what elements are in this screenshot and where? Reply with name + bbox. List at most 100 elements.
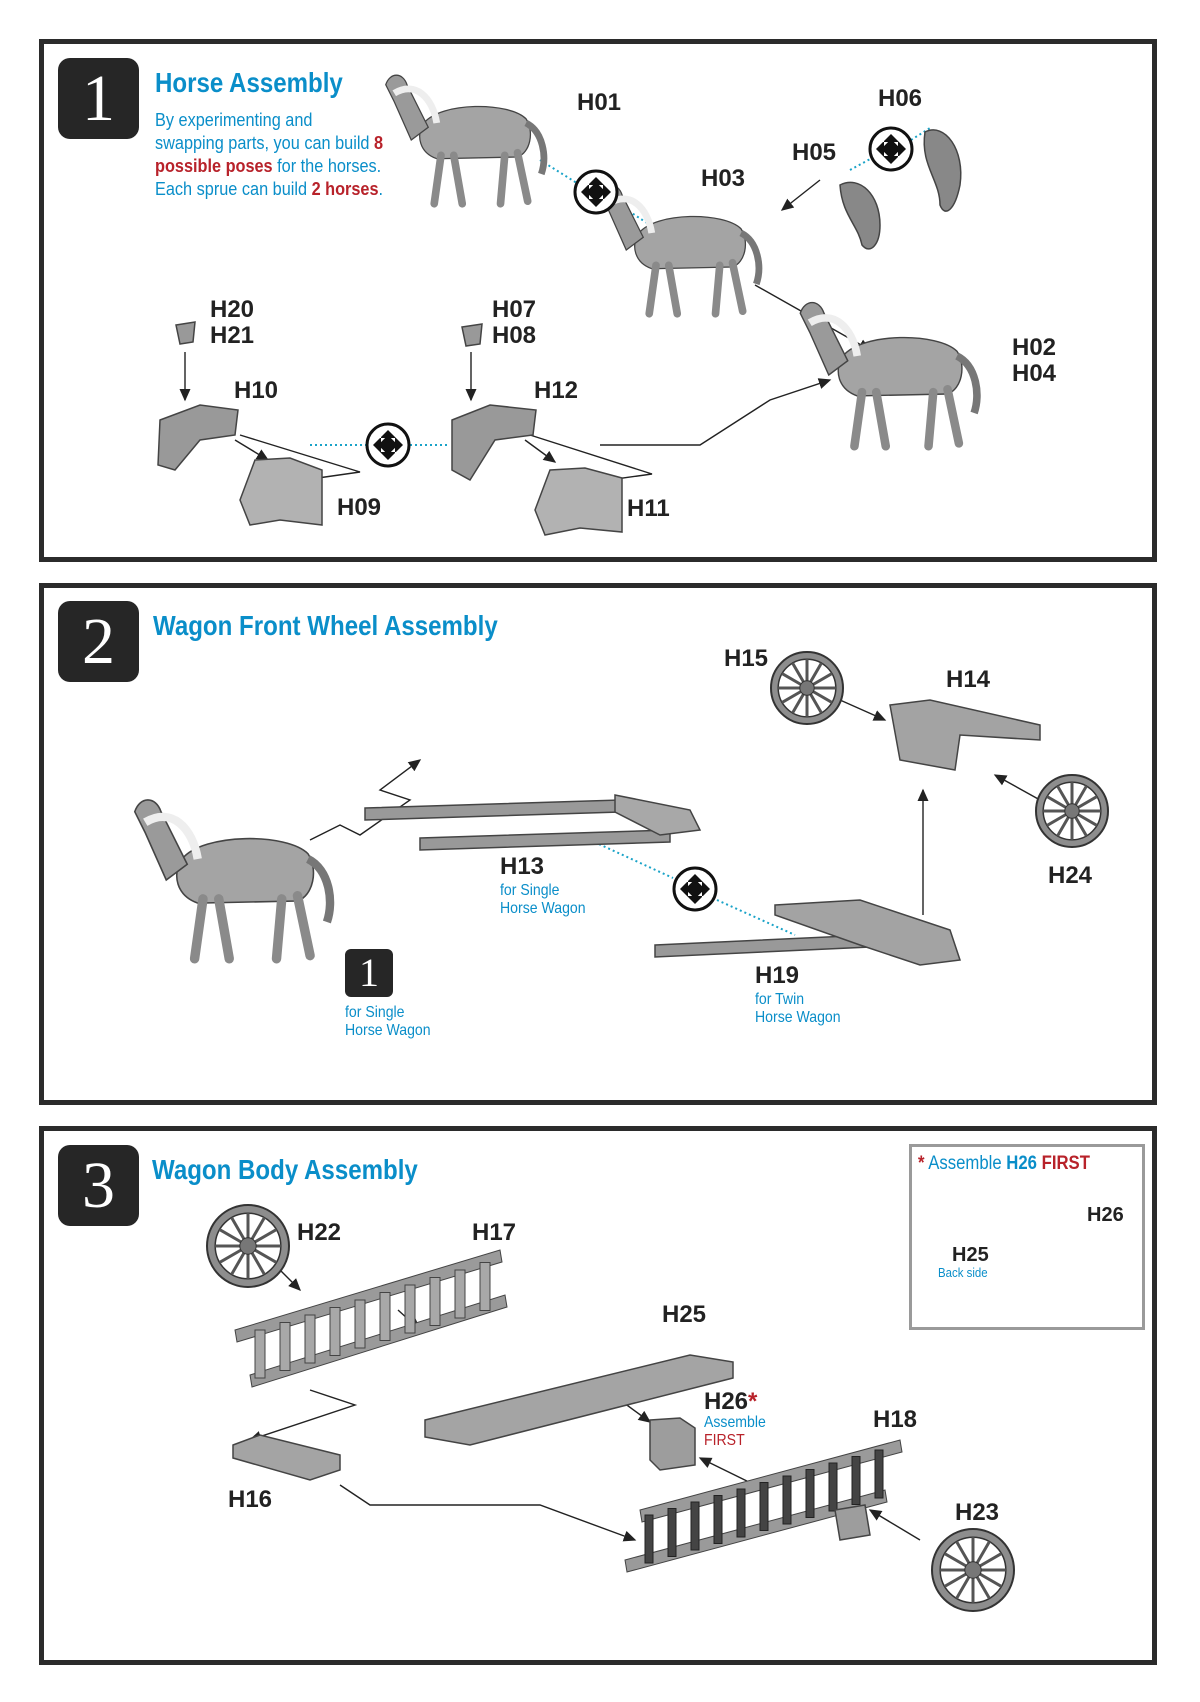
guide-h05-h06 xyxy=(849,157,873,171)
label-h11: H11 xyxy=(627,495,670,522)
ladder-side-h18 xyxy=(624,1439,903,1573)
bracket-h26 xyxy=(649,1417,696,1471)
step-1-title: Horse Assembly xyxy=(155,67,343,98)
label-h03: H03 xyxy=(701,165,746,192)
label-h12: H12 xyxy=(534,377,579,404)
arrow-h05-to-h03 xyxy=(780,179,821,211)
arrow-h16-to-h18 xyxy=(339,1484,637,1542)
horse-h01 xyxy=(385,74,548,208)
label-h10: H10 xyxy=(234,377,279,404)
pole-h19 xyxy=(654,934,871,958)
label-h21: H21 xyxy=(210,322,255,349)
pole-h13-yoke xyxy=(614,794,702,836)
label-h20: H20 xyxy=(210,296,255,323)
label-h13: H13 xyxy=(500,853,545,880)
step-1-reference-badge: 1 xyxy=(345,949,393,997)
note-ref-line2: Horse Wagon xyxy=(345,1022,431,1039)
step-number-1: 1 xyxy=(58,58,139,139)
tail-h06 xyxy=(923,129,962,212)
arrow-h23-to-h18 xyxy=(868,1509,921,1541)
tail-h05 xyxy=(839,181,881,250)
label-h15: H15 xyxy=(724,645,769,672)
swap-parts-icon xyxy=(672,866,718,912)
ladder-side-h17 xyxy=(234,1249,508,1388)
label-h14: H14 xyxy=(946,666,991,693)
label-h18: H18 xyxy=(873,1406,918,1433)
axle-block-h18 xyxy=(834,1504,871,1541)
label-h26: H26* xyxy=(704,1389,757,1415)
label-h23: H23 xyxy=(955,1499,1000,1526)
step-2-title: Wagon Front Wheel Assembly xyxy=(153,610,498,641)
wheel-h15 xyxy=(770,651,844,725)
guide-h05-h06b xyxy=(910,127,931,141)
frame-h19 xyxy=(774,899,962,966)
inset-first: FIRST xyxy=(1041,1153,1090,1174)
label-h01: H01 xyxy=(577,89,622,116)
label-h24: H24 xyxy=(1048,862,1093,889)
step-1-intro: By experimenting and swapping parts, you… xyxy=(155,108,384,200)
intro-text: By experimenting and swapping parts, you… xyxy=(155,109,375,153)
inset-label-h26: H26 xyxy=(1087,1204,1124,1226)
note-h13-line1: for Single xyxy=(500,882,560,899)
label-h09: H09 xyxy=(337,494,382,521)
label-h17: H17 xyxy=(472,1219,517,1246)
horse-head-h09 xyxy=(239,457,323,526)
horse-h03 xyxy=(600,184,763,318)
horse-single-wagon xyxy=(133,799,335,964)
arrow-h18-to-h26 xyxy=(698,1457,756,1486)
step-number-3: 3 xyxy=(58,1145,139,1226)
step-number-2: 2 xyxy=(58,601,139,682)
label-h05: H05 xyxy=(792,139,837,166)
label-h22: H22 xyxy=(297,1219,342,1246)
horse-h02-h04 xyxy=(799,301,981,451)
asterisk: * xyxy=(918,1153,925,1174)
label-h08: H08 xyxy=(492,322,537,349)
note-h26-first: FIRST xyxy=(704,1432,745,1449)
label-h25: H25 xyxy=(662,1301,707,1328)
swap-parts-icon xyxy=(868,126,914,172)
swap-parts-icon xyxy=(573,169,619,215)
wheel-h23 xyxy=(931,1528,1015,1612)
note-h13-line2: Horse Wagon xyxy=(500,900,586,917)
inset-caption: * Assemble H26 FIRST xyxy=(918,1153,1090,1175)
inset-assemble: Assemble xyxy=(928,1153,1002,1174)
inset-back-side: Back side xyxy=(938,1265,988,1280)
head-collar-h12 xyxy=(451,404,537,482)
wheel-h24 xyxy=(1035,774,1109,848)
arrow-h12-to-h11 xyxy=(524,439,557,463)
part-h16 xyxy=(232,1434,341,1481)
arrow-h17-to-h16 xyxy=(248,1389,358,1442)
note-h26-assemble: Assemble xyxy=(704,1414,766,1431)
arrow-h22-to-h17 xyxy=(279,1269,301,1291)
axle-h14 xyxy=(889,699,1041,771)
assemble-first-inset: * Assemble H26 FIRST H26 H25 Back side xyxy=(909,1144,1145,1330)
label-h04: H04 xyxy=(1012,360,1057,387)
note-h19-line1: for Twin xyxy=(755,991,805,1008)
note-h19-line2: Horse Wagon xyxy=(755,1009,841,1026)
intro-highlight-poses: 8 possible poses xyxy=(155,132,384,176)
step-3-title: Wagon Body Assembly xyxy=(152,1154,418,1185)
label-h02: H02 xyxy=(1012,334,1057,361)
label-h26-text: H26 xyxy=(704,1388,749,1415)
guide-h13-h19 xyxy=(589,839,674,879)
guide-h13-h19b xyxy=(716,899,796,936)
pole-h13-lower xyxy=(419,829,671,851)
label-h19: H19 xyxy=(755,962,800,989)
intro-text: for the horses. Each sprue can build xyxy=(155,155,382,199)
label-h07: H07 xyxy=(492,296,537,323)
asterisk: * xyxy=(748,1388,758,1415)
arrow-h10-to-h09 xyxy=(234,439,270,461)
swap-parts-icon xyxy=(365,422,411,468)
part-h07-h08 xyxy=(461,323,483,347)
floor-board-h25 xyxy=(424,1354,734,1446)
label-h16: H16 xyxy=(228,1486,273,1513)
arrow-h24-to-h14 xyxy=(993,774,1041,801)
label-h06: H06 xyxy=(878,85,923,112)
wheel-h22 xyxy=(206,1204,290,1288)
note-ref-line1: for Single xyxy=(345,1004,405,1021)
part-h20-h21 xyxy=(175,321,196,345)
arrow-horse-to-h13 xyxy=(309,759,422,841)
arrow-h12-to-h02 xyxy=(600,378,832,446)
intro-text: . xyxy=(378,178,384,199)
